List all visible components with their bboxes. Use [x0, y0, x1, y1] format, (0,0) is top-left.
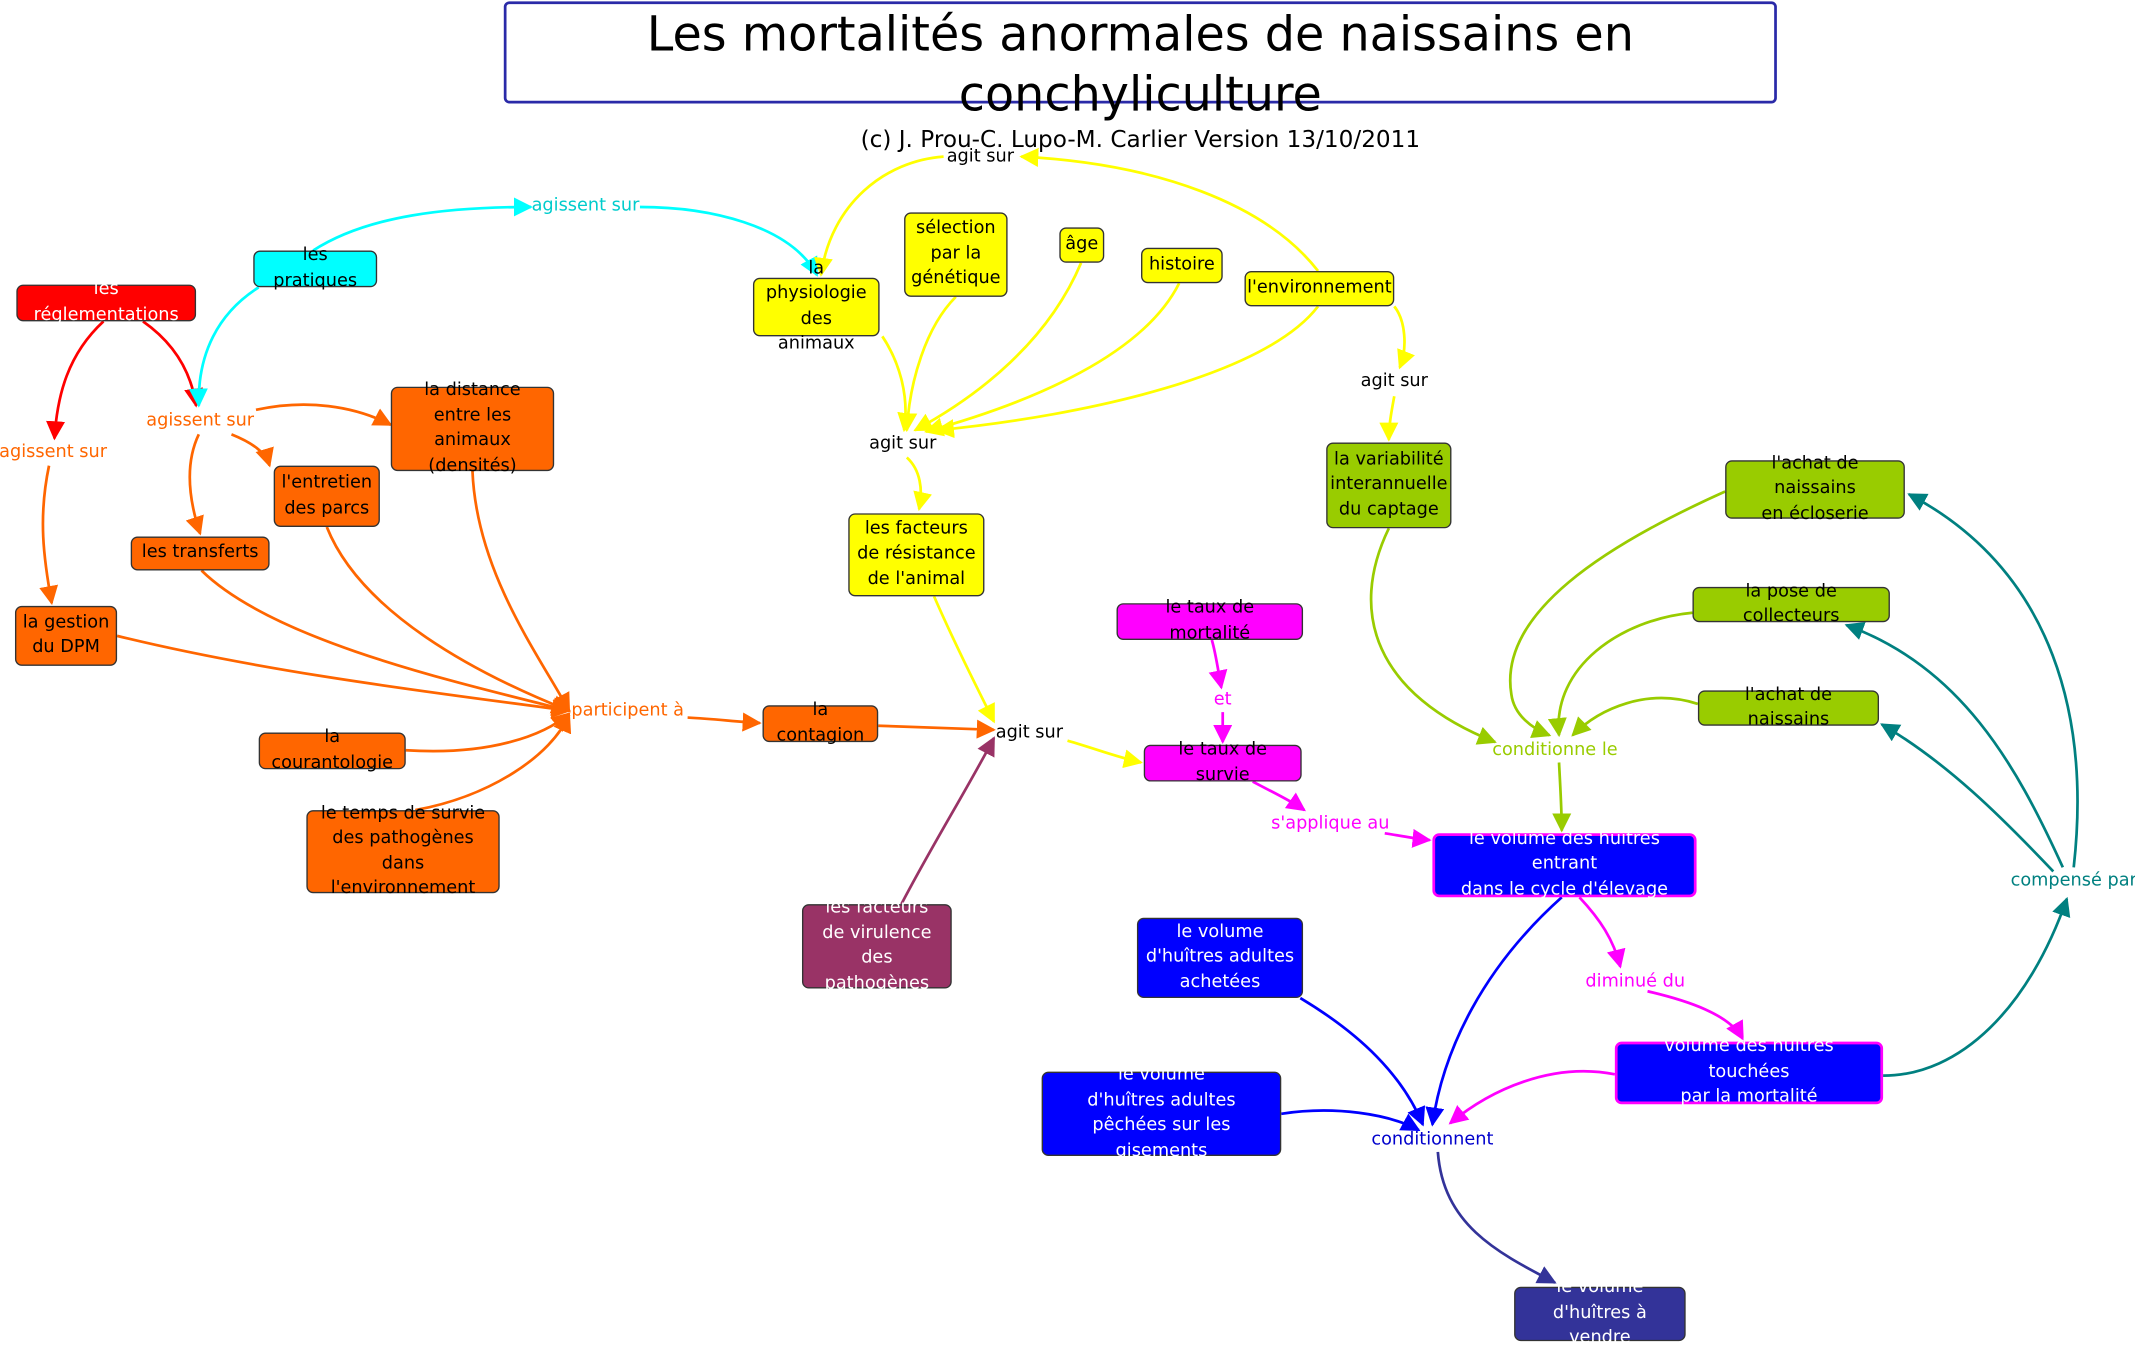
- node-selection[interactable]: sélection par la génétique: [904, 212, 1008, 297]
- node-volume-vendre[interactable]: le volume d'huîtres à vendre: [1514, 1278, 1686, 1348]
- link-yellow-22: [913, 262, 1083, 432]
- link-yellow-25: [905, 456, 932, 512]
- link-orange-12: [471, 471, 571, 713]
- label-agit-sur-mid: agit sur: [869, 433, 937, 455]
- node-achat-naissains[interactable]: l'achat de naissains: [1697, 684, 1880, 730]
- node-volume-pechees[interactable]: le volume d'huîtres adultes pêchées sur …: [1041, 1065, 1282, 1161]
- node-taux-survie[interactable]: le taux de survie: [1143, 739, 1302, 785]
- link-yellow-29: [1379, 395, 1399, 442]
- node-variabilite[interactable]: la variabilité interannuelle du captage: [1326, 442, 1452, 529]
- link-magenta-35: [1208, 639, 1228, 690]
- title-box: Les mortalités anormales de naissains en…: [503, 1, 1777, 154]
- link-lime-34: [1552, 762, 1572, 833]
- link-blue-46: [1425, 896, 1563, 1127]
- link-cyan-3: [312, 197, 533, 252]
- link-orange-10: [200, 569, 571, 716]
- node-physiologie[interactable]: la physiologie des animaux: [752, 258, 880, 354]
- node-resistance[interactable]: les facteurs de résistance de l'animal: [848, 513, 985, 597]
- node-age[interactable]: âge: [1059, 227, 1105, 263]
- link-orange-5: [39, 465, 59, 606]
- link-lime-31: [1508, 490, 1726, 738]
- link-yellow-20: [881, 335, 917, 433]
- link-teal-45: [1880, 723, 2055, 873]
- node-courantologie[interactable]: la courantologie: [258, 727, 406, 773]
- link-maroon-17: [900, 736, 996, 905]
- node-environnement[interactable]: l'environnement: [1244, 270, 1395, 307]
- link-red-0: [46, 320, 105, 441]
- link-lime-33: [1571, 696, 1699, 737]
- page-subtitle: (c) J. Prou-C. Lupo-M. Carlier Version 1…: [860, 126, 1421, 154]
- label-agit-sur-top: agit sur: [946, 146, 1014, 167]
- link-red-1: [142, 320, 204, 408]
- link-orange-14: [415, 713, 572, 812]
- link-orange-13: [405, 712, 571, 753]
- label-et: et: [1213, 689, 1232, 711]
- label-diminue-du: diminué du: [1585, 971, 1686, 992]
- link-teal-44: [1844, 621, 2065, 868]
- link-blue-48: [1281, 1109, 1421, 1132]
- link-yellow-19: [813, 155, 944, 277]
- label-participent: participent à: [571, 700, 685, 721]
- link-orange-9: [116, 634, 572, 718]
- link-yellow-26: [932, 595, 996, 724]
- link-magenta-39: [1578, 896, 1626, 969]
- label-agit-sur-center: agit sur: [995, 722, 1064, 743]
- node-transferts[interactable]: les transferts: [130, 536, 270, 571]
- link-orange-8: [255, 403, 393, 427]
- label-s-applique: s'applique au: [1271, 813, 1390, 834]
- link-magenta-41: [1448, 1070, 1616, 1125]
- link-yellow-21: [898, 295, 957, 433]
- label-compense-par: compensé par: [2010, 870, 2135, 892]
- node-gestion[interactable]: la gestion du DPM: [14, 605, 118, 666]
- node-volume-touchees[interactable]: volume des huîtres touchées par la morta…: [1614, 1037, 1884, 1107]
- link-magenta-37: [1252, 780, 1306, 812]
- label-conditionnent: conditionnent: [1371, 1129, 1494, 1150]
- node-volume-entrant[interactable]: le volume des huîtres entrant dans le cy…: [1432, 829, 1697, 900]
- node-pose-collecteurs[interactable]: la pose de collecteurs: [1692, 581, 1890, 626]
- link-navy-49: [1436, 1151, 1557, 1284]
- link-orange-7: [230, 433, 274, 468]
- node-contagion[interactable]: la contagion: [762, 700, 879, 745]
- node-entretien[interactable]: l'entretien des parcs: [273, 465, 380, 527]
- link-yellow-27: [1067, 739, 1143, 769]
- link-lime-32: [1547, 611, 1693, 738]
- node-taux-mortalite[interactable]: le taux de mortalité: [1116, 598, 1304, 643]
- link-yellow-28: [1393, 305, 1415, 370]
- node-histoire[interactable]: histoire: [1141, 247, 1223, 284]
- link-cyan-2: [188, 286, 260, 408]
- node-distance[interactable]: la distance entre les animaux (densités): [390, 380, 555, 476]
- node-achat-ecloserie[interactable]: l'achat de naissains en écloserie: [1725, 453, 1905, 524]
- node-temps-survie[interactable]: le temps de survie des pathogènes dans l…: [306, 803, 500, 899]
- label-conditionne-le: conditionne le: [1492, 740, 1618, 761]
- label-agissent-sur-cyan: agissent sur: [531, 195, 640, 216]
- link-yellow-24: [934, 305, 1320, 439]
- link-yellow-23: [924, 282, 1181, 437]
- page-title: Les mortalités anormales de naissains en…: [646, 8, 1634, 123]
- link-orange-6: [185, 433, 204, 536]
- link-orange-11: [325, 526, 571, 714]
- link-magenta-38: [1384, 828, 1432, 848]
- label-agit-sur-env: agit sur: [1360, 371, 1428, 392]
- link-teal-42: [1883, 896, 2071, 1078]
- link-orange-16: [878, 719, 996, 739]
- label-agissent-sur-orange: agissent sur: [146, 410, 255, 431]
- node-virulence[interactable]: les facteurs de virulence des pathogènes: [801, 897, 952, 993]
- link-lime-30: [1369, 527, 1497, 745]
- link-cyan-4: [639, 205, 819, 277]
- link-blue-47: [1299, 996, 1426, 1127]
- node-volume-achetees[interactable]: le volume d'huîtres adultes achetées: [1136, 917, 1304, 999]
- link-magenta-40: [1647, 989, 1745, 1041]
- node-reglementations[interactable]: les réglementations: [16, 279, 197, 325]
- link-yellow-18: [1019, 147, 1320, 272]
- link-orange-15: [687, 712, 762, 732]
- label-agissent-sur-red: agissent sur: [0, 441, 108, 463]
- node-pratiques[interactable]: les pratiques: [253, 245, 378, 291]
- link-teal-43: [1907, 493, 2079, 868]
